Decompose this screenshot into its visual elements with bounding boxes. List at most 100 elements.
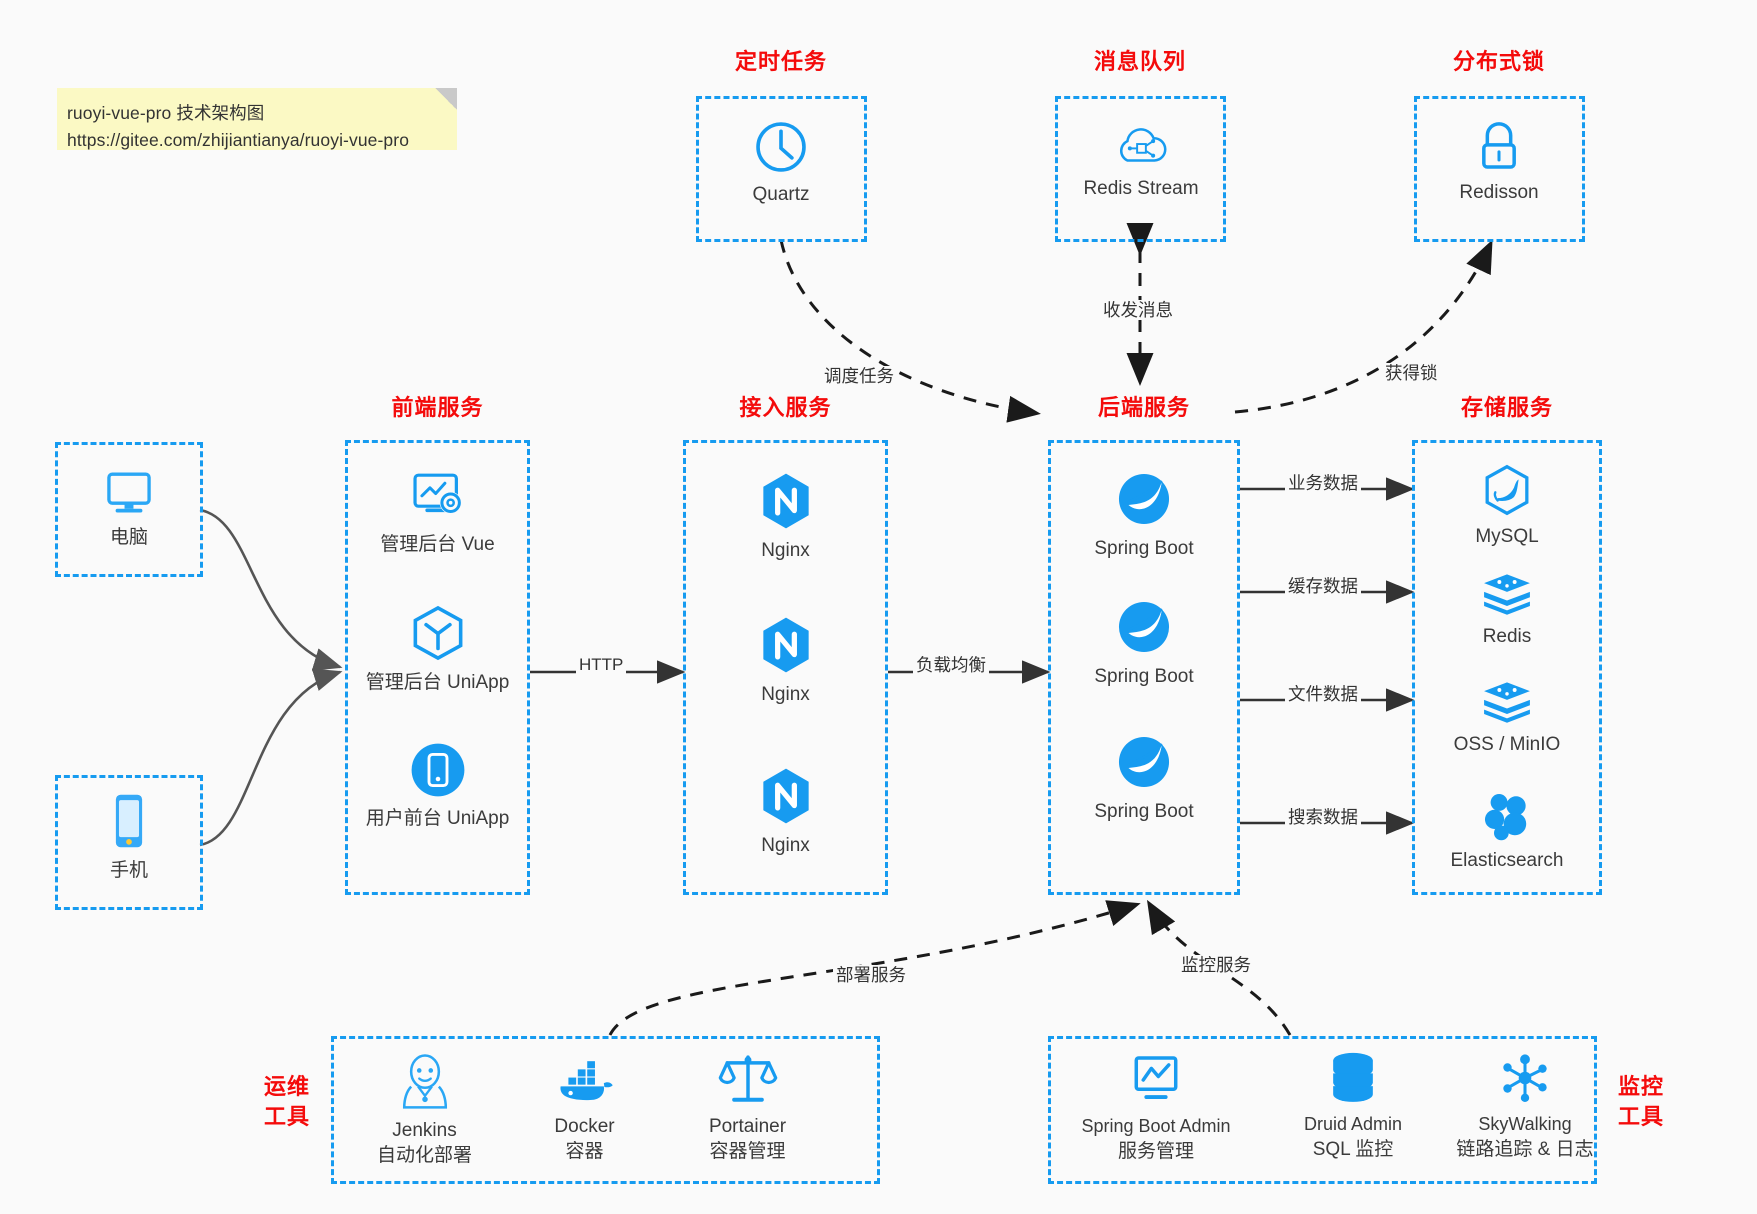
node-label: Spring Boot xyxy=(1094,538,1194,559)
clock-icon xyxy=(752,118,810,176)
node-label: Elasticsearch xyxy=(1450,850,1564,871)
node-sublabel: 服务管理 xyxy=(1117,1141,1194,1162)
dashboard-gear-icon xyxy=(407,468,469,526)
node-redis[interactable]: Redis xyxy=(1422,570,1592,649)
edge-label-lock: 获得锁 xyxy=(1382,363,1441,383)
edge-label-cache-data: 缓存数据 xyxy=(1285,576,1361,596)
group-box-client-mobile xyxy=(55,775,203,910)
node-spring-boot-admin[interactable]: Spring Boot Admin 服务管理 xyxy=(1058,1052,1254,1165)
node-spring-boot-2[interactable]: Spring Boot xyxy=(1063,596,1225,689)
node-druid-admin[interactable]: Druid Admin SQL 监控 xyxy=(1273,1050,1433,1163)
spring-boot-icon xyxy=(1113,731,1175,793)
node-admin-uniapp[interactable]: 管理后台 UniApp xyxy=(355,602,520,695)
node-label: Spring Boot xyxy=(1094,666,1194,687)
node-label: Quartz xyxy=(752,184,810,205)
node-sublabel: 容器管理 xyxy=(709,1141,786,1162)
devops-title-line1: 运维 xyxy=(263,1074,310,1099)
group-title-devops: 运维 工具 xyxy=(255,1072,319,1132)
database-cylinder-icon xyxy=(1326,1050,1380,1106)
node-mobile[interactable]: 手机 xyxy=(75,790,183,883)
node-jenkins[interactable]: Jenkins 自动化部署 xyxy=(352,1052,497,1169)
node-sublabel: 容器 xyxy=(565,1141,604,1162)
node-label: OSS / MinIO xyxy=(1453,734,1561,755)
node-label: MySQL xyxy=(1475,526,1539,547)
spring-boot-icon xyxy=(1113,596,1175,658)
node-nginx-3[interactable]: Nginx xyxy=(703,765,868,858)
group-box-storage xyxy=(1412,440,1602,895)
devops-title-line2: 工具 xyxy=(263,1104,310,1129)
node-nginx-1[interactable]: Nginx xyxy=(703,470,868,563)
node-redis-stream[interactable]: Redis Stream xyxy=(1065,120,1217,201)
node-label: Nginx xyxy=(761,684,810,705)
hexagon-cube-icon xyxy=(407,602,469,664)
node-quartz[interactable]: Quartz xyxy=(721,118,841,207)
mobile-phone-icon xyxy=(106,790,152,852)
group-box-message-queue xyxy=(1055,96,1226,242)
edge-label-http: HTTP xyxy=(576,655,627,675)
edge-label-search-data: 搜索数据 xyxy=(1285,807,1361,827)
node-label: SkyWalking xyxy=(1478,1114,1572,1134)
node-oss-minio[interactable]: OSS / MinIO xyxy=(1422,678,1592,757)
node-sublabel: SQL 监控 xyxy=(1312,1139,1394,1160)
node-skywalking[interactable]: SkyWalking 链路追踪 & 日志 xyxy=(1440,1050,1610,1163)
spring-boot-icon xyxy=(1113,468,1175,530)
group-title-frontend: 前端服务 xyxy=(391,395,484,420)
note-url: https://gitee.com/zhijiantianya/ruoyi-vu… xyxy=(67,130,410,150)
node-label: Nginx xyxy=(761,835,810,856)
group-title-gateway: 接入服务 xyxy=(739,395,832,420)
desktop-monitor-icon xyxy=(100,465,158,519)
sticky-note: ruoyi-vue-pro 技术架构图 https://gitee.com/zh… xyxy=(57,88,457,150)
node-user-uniapp[interactable]: 用户前台 UniApp xyxy=(355,740,520,831)
node-portainer[interactable]: Portainer 容器管理 xyxy=(675,1050,820,1165)
group-title-monitoring: 监控 工具 xyxy=(1609,1072,1673,1132)
note-title: ruoyi-vue-pro 技术架构图 xyxy=(67,103,265,123)
node-nginx-2[interactable]: Nginx xyxy=(703,614,868,707)
edge-label-deploy: 部署服务 xyxy=(833,965,909,985)
redis-stack-icon xyxy=(1479,570,1535,618)
group-title-storage: 存储服务 xyxy=(1460,395,1553,420)
edge-label-loadbalance: 负载均衡 xyxy=(913,655,989,675)
group-box-gateway xyxy=(683,440,888,895)
node-redisson[interactable]: Redisson xyxy=(1434,118,1564,205)
group-box-distributed-lock xyxy=(1414,96,1585,242)
phone-circle-icon xyxy=(408,740,468,800)
scales-icon xyxy=(718,1050,778,1108)
node-admin-vue[interactable]: 管理后台 Vue xyxy=(355,468,520,557)
edge-label-biz-data: 业务数据 xyxy=(1285,473,1361,493)
node-mysql[interactable]: MySQL xyxy=(1422,462,1592,549)
group-box-devops xyxy=(331,1036,880,1184)
monitor-chart-icon xyxy=(1127,1052,1185,1108)
node-elasticsearch[interactable]: Elasticsearch xyxy=(1422,790,1592,873)
node-label: Druid Admin xyxy=(1303,1114,1403,1134)
node-docker[interactable]: Docker 容器 xyxy=(512,1056,657,1165)
node-sublabel: 自动化部署 xyxy=(376,1145,472,1166)
note-fold-corner xyxy=(435,88,457,110)
node-desktop[interactable]: 电脑 xyxy=(75,465,183,550)
group-title-scheduled-task: 定时任务 xyxy=(734,49,827,74)
group-box-scheduled-task xyxy=(696,96,867,242)
minio-stack-icon xyxy=(1479,678,1535,726)
node-label: Portainer xyxy=(708,1116,787,1137)
group-box-backend xyxy=(1048,440,1240,895)
node-spring-boot-3[interactable]: Spring Boot xyxy=(1063,731,1225,824)
node-label: Nginx xyxy=(761,540,810,561)
edge-label-file-data: 文件数据 xyxy=(1285,684,1361,704)
node-label: 用户前台 UniApp xyxy=(365,808,510,829)
cloud-network-icon xyxy=(1110,120,1172,170)
node-spring-boot-1[interactable]: Spring Boot xyxy=(1063,468,1225,561)
group-title-distributed-lock: 分布式锁 xyxy=(1452,49,1545,74)
docker-whale-icon xyxy=(554,1056,616,1108)
monitoring-title-line2: 工具 xyxy=(1617,1104,1664,1129)
group-box-client-desktop xyxy=(55,442,203,577)
edge-label-message: 收发消息 xyxy=(1100,300,1176,320)
nginx-icon xyxy=(757,765,815,827)
group-box-monitoring xyxy=(1048,1036,1597,1184)
node-label: Spring Boot Admin xyxy=(1081,1116,1231,1136)
node-label: Redis Stream xyxy=(1083,178,1199,199)
jenkins-butler-icon xyxy=(396,1052,454,1112)
nginx-icon xyxy=(757,614,815,676)
node-label: 手机 xyxy=(109,860,148,881)
edge-label-schedule: 调度任务 xyxy=(821,366,897,386)
group-title-backend: 后端服务 xyxy=(1097,395,1190,420)
